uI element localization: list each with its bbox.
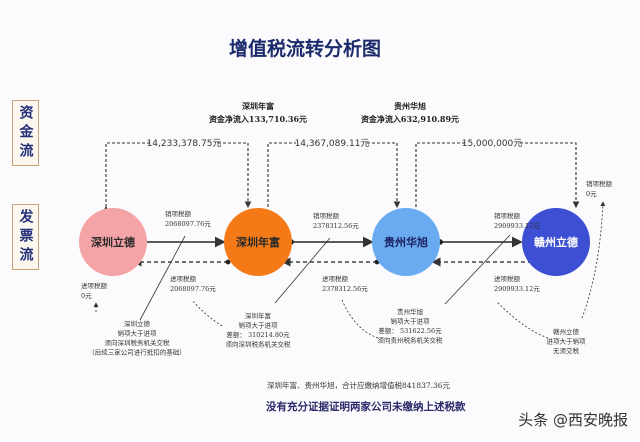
company-node: 赣州立德 [522, 208, 590, 276]
note-line: 进项大于销项 [547, 337, 587, 346]
note-dotted-pointers [93, 201, 606, 339]
tax-label-out2: 销项税额 2378312.56元 [313, 211, 359, 230]
tax-label-title: 销项税额 [313, 211, 340, 220]
money-flow-lines [102, 142, 580, 213]
tax-label-title: 进项税额 [494, 274, 521, 283]
money-flow-label: 资金流 [12, 100, 39, 166]
tax-label-amount: 2068097.76元 [170, 285, 216, 293]
tax-label-out1: 销项税额 2068097.76元 [165, 209, 211, 228]
company-circle [79, 208, 147, 276]
company-name: 深圳年富 [236, 235, 280, 249]
net-inflow-amount-1: 资金净流入133,710.36元 [209, 114, 307, 124]
tax-label-title: 销项税额 [494, 211, 521, 220]
note-line: 销项大于进项 [239, 321, 279, 330]
tax-label-out3: 销项税额 2909933.12元 [494, 211, 540, 230]
tax-label-amount: 0元 [586, 190, 597, 198]
tax-label-amount: 2909933.12元 [494, 285, 540, 293]
note-line: （后续三家公司进行抵扣的基础） [88, 348, 186, 357]
tax-label-title: 进项税额 [81, 281, 108, 290]
invoice-flow-label: 发票流 [12, 204, 39, 270]
tax-label-in0: 进项税额 0元 [81, 281, 108, 300]
tax-label-in3: 进项税额 2909933.12元 [494, 274, 540, 293]
net-inflow-company-1: 深圳年富 [242, 101, 274, 111]
money-flow-3: 15,000,000元 [462, 139, 523, 149]
tax-label-title: 销项税额 [165, 209, 192, 218]
tax-label-amount: 2909933.12元 [494, 222, 540, 230]
tax-label-title: 进项税额 [322, 274, 349, 283]
tax-label-out4: 销项税额 0元 [586, 179, 613, 198]
money-flow-1: 14,233,378.75元 [147, 139, 222, 149]
note-line: 须向深圳税务机关交税 [105, 338, 171, 347]
note-line: 销项大于进项 [118, 329, 158, 338]
footer-summary: 深圳年富、贵州华旭，合计应缴纳增值税841837.36元 [267, 380, 451, 390]
footer-conclusion: 没有充分证据证明两家公司未缴纳上述税款 [266, 400, 466, 413]
net-inflow-company-2: 贵州华旭 [394, 101, 426, 111]
note-pointers [139, 234, 511, 321]
note-line: 销项大于进项 [391, 317, 431, 326]
tax-label-amount: 0元 [81, 292, 92, 300]
company-node: 深圳立德 [79, 208, 147, 276]
tax-label-title: 进项税额 [170, 274, 197, 283]
note-line: 差额： 310214.80元 [226, 330, 290, 339]
tax-label-in2: 进项税额 2378312.56元 [322, 274, 368, 293]
tax-label-in1: 进项税额 2068097.76元 [170, 274, 216, 293]
company-name: 贵州华旭 [384, 235, 428, 249]
note-line: 贵州华旭 [397, 307, 424, 316]
note-line: 深圳立德 [124, 319, 151, 328]
note-line: 无须交税 [553, 346, 580, 355]
money-flow-2: 14,367,089.11元 [295, 139, 370, 149]
company-name: 深圳立德 [91, 235, 135, 249]
diagram-title: 增值税流转分析图 [229, 37, 381, 60]
company-circle [372, 208, 440, 276]
note-line: 赣州立德 [553, 327, 580, 336]
company-node: 深圳年富 [224, 208, 292, 276]
company-name: 赣州立德 [534, 235, 578, 249]
tax-label-amount: 2378312.56元 [322, 285, 368, 293]
company-node: 贵州华旭 [372, 208, 440, 276]
watermark: 头条 @西安晚报 [518, 411, 628, 429]
note-line: 须向贵州税务机关交税 [378, 336, 444, 345]
net-inflow-amount-2: 资金净流入632,910.89元 [361, 114, 459, 124]
money-flow-label-text: 资金流 [17, 104, 34, 162]
tax-label-title: 销项税额 [586, 179, 613, 188]
company-circle [224, 208, 292, 276]
company-circle [522, 208, 590, 276]
note-line: 差额： 531622.56元 [378, 326, 442, 335]
note-line: 深圳年富 [245, 311, 271, 320]
tax-label-amount: 2378312.56元 [313, 222, 359, 230]
note-line: 须向深圳税务机关交税 [226, 340, 292, 349]
invoice-flow-label-text: 发票流 [17, 208, 34, 266]
tax-label-amount: 2068097.76元 [165, 220, 211, 228]
